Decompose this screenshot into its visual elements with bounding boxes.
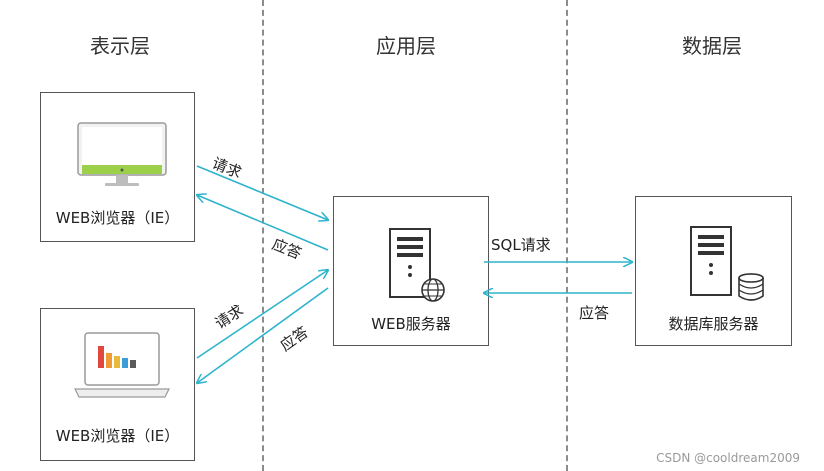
globe-icon <box>421 278 445 302</box>
arrow-response-top <box>197 195 329 251</box>
label-db-response: 应答 <box>579 304 610 322</box>
browser-box-bottom: WEB浏览器（IE） <box>40 308 195 461</box>
browser-label-top: WEB浏览器（IE） <box>55 209 180 227</box>
db-server-label: 数据库服务器 <box>668 315 759 333</box>
layer-title-data: 数据层 <box>682 34 742 58</box>
layer-title-presentation: 表示层 <box>90 34 150 58</box>
server-icon <box>690 226 732 296</box>
browser-label-bottom: WEB浏览器（IE） <box>55 427 180 445</box>
web-server-box: WEB服务器 <box>333 196 489 346</box>
layer-divider-right <box>566 0 568 471</box>
db-server-box: 数据库服务器 <box>635 196 792 346</box>
laptop-icon <box>74 332 170 398</box>
arrow-request-bottom <box>196 270 328 359</box>
web-server-label: WEB服务器 <box>371 315 451 333</box>
layer-divider-left <box>262 0 264 471</box>
watermark: CSDN @cooldream2009 <box>656 451 800 465</box>
arrow-request-top <box>196 165 328 220</box>
monitor-icon <box>77 122 167 186</box>
layer-title-application: 应用层 <box>376 34 436 58</box>
arrow-response-bottom <box>197 287 329 383</box>
label-sql-request: SQL请求 <box>491 236 551 254</box>
browser-box-top: WEB浏览器（IE） <box>40 92 195 242</box>
database-icon <box>738 273 764 301</box>
